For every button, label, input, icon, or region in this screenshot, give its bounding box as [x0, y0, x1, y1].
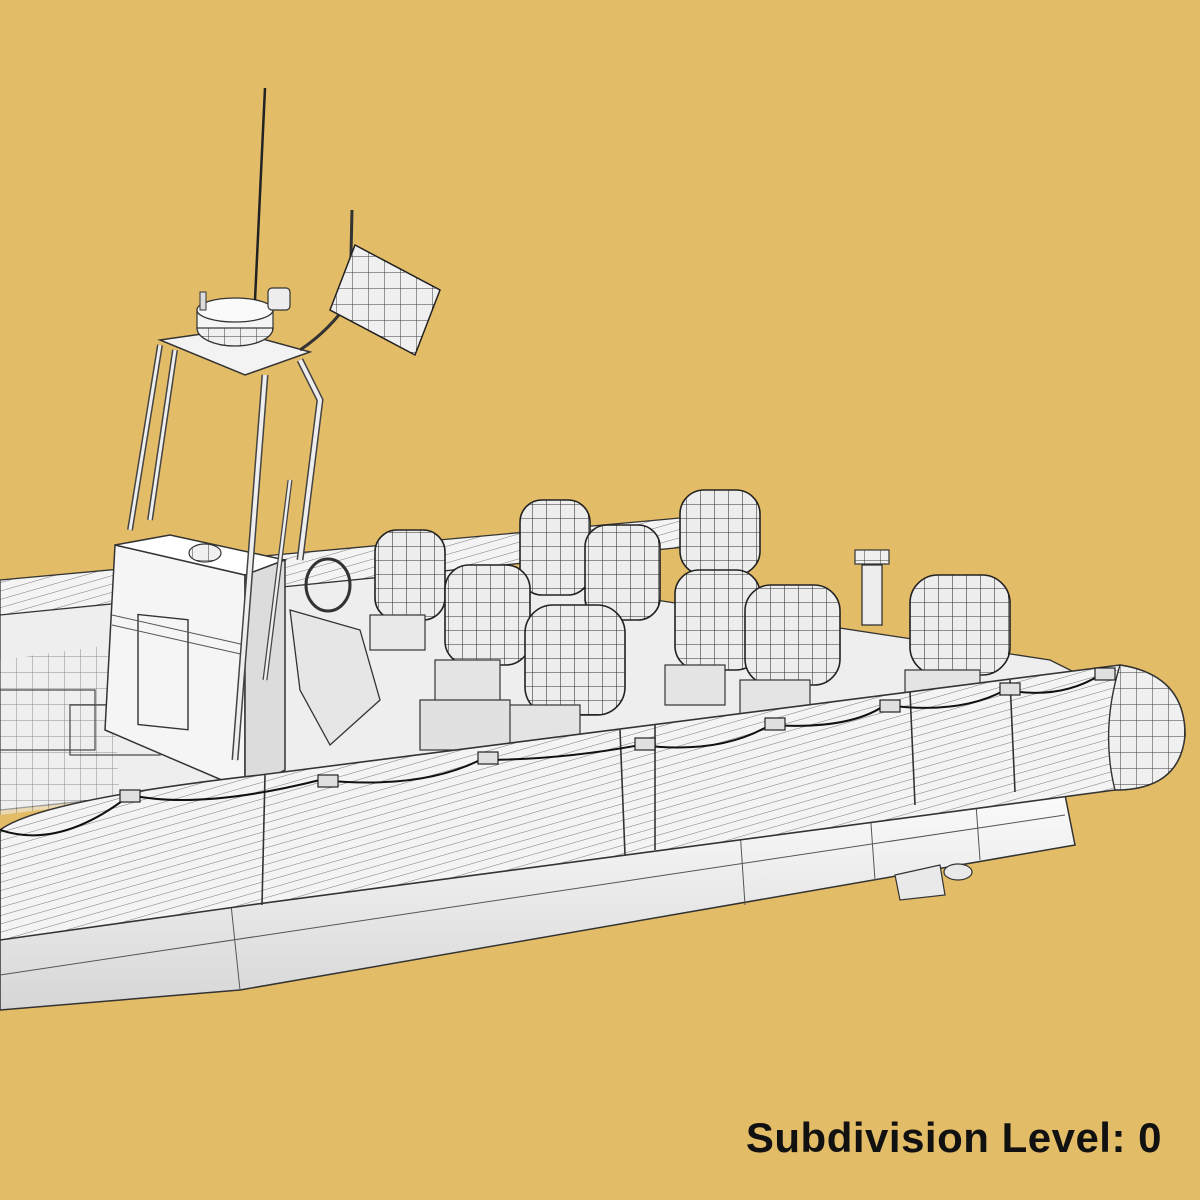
- exhaust-stack: [854, 549, 890, 626]
- subdivision-level-caption: Subdivision Level: 0: [745, 1114, 1162, 1161]
- flag: [329, 243, 441, 357]
- seat: [519, 499, 591, 596]
- seat: [419, 699, 511, 751]
- seat: [369, 529, 446, 651]
- near-tube: [0, 664, 1186, 941]
- t-top-frame: [127, 87, 354, 761]
- seat: [664, 569, 761, 706]
- seat: [679, 489, 761, 576]
